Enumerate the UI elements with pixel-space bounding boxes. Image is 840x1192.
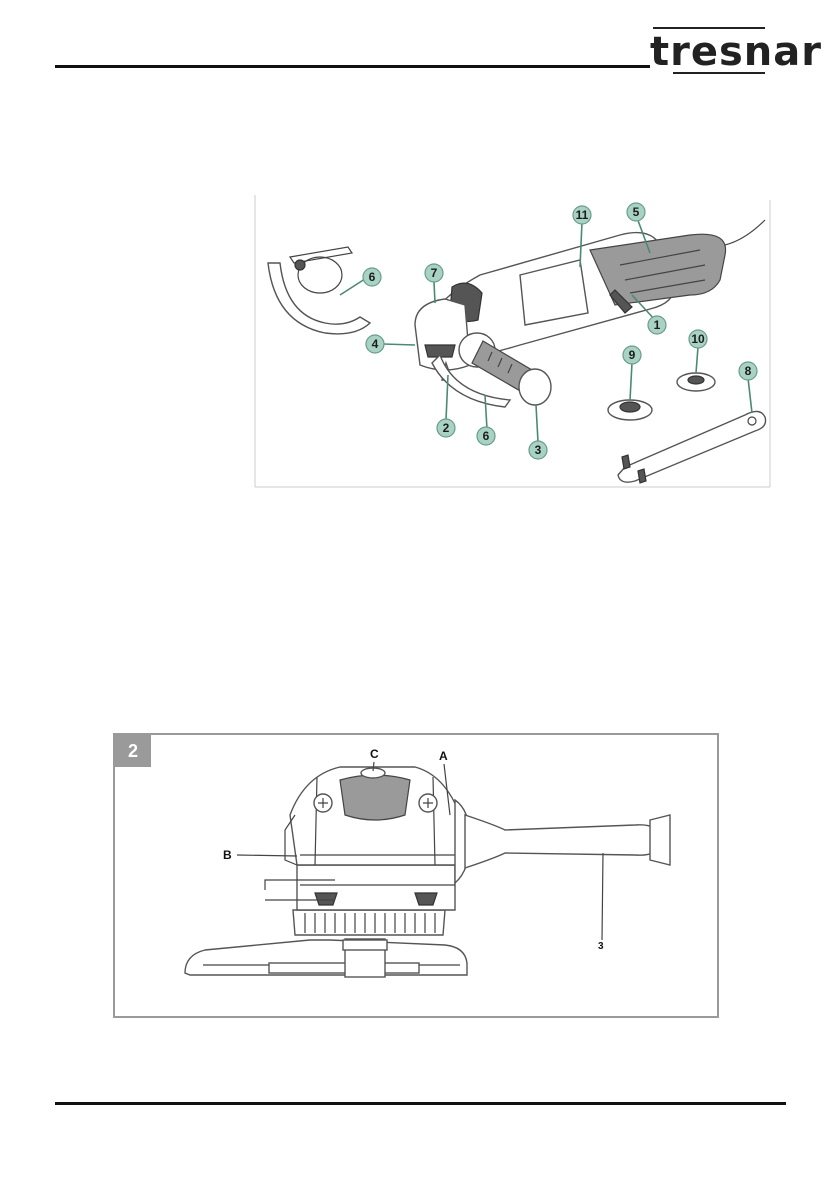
- svg-text:5: 5: [633, 205, 640, 219]
- figure-1-grinder-parts: 1 2 3 4 5 6 6 7 8 9 10 11: [220, 195, 775, 490]
- callout-2: 2: [437, 419, 455, 437]
- callout-8: 8: [739, 362, 757, 380]
- svg-text:7: 7: [431, 266, 438, 280]
- callout-3: 3: [529, 441, 547, 459]
- svg-text:2: 2: [443, 421, 450, 435]
- svg-text:3: 3: [535, 443, 542, 457]
- svg-text:1: 1: [654, 318, 661, 332]
- svg-text:6: 6: [369, 270, 376, 284]
- label-handle-3: 3: [598, 941, 604, 952]
- svg-text:8: 8: [745, 364, 752, 378]
- callout-7: 7: [425, 264, 443, 282]
- loose-guard-drawing: [268, 247, 370, 334]
- callout-6-mounted-guard: 6: [477, 427, 495, 445]
- label-c: C: [370, 747, 379, 761]
- callout-9: 9: [623, 346, 641, 364]
- label-b: B: [223, 848, 232, 862]
- spanner-drawing: [618, 411, 766, 483]
- svg-text:11: 11: [576, 208, 589, 222]
- callout-5: 5: [627, 203, 645, 221]
- callout-6-loose-guard: 6: [363, 268, 381, 286]
- footer-rule: [55, 1102, 786, 1105]
- svg-text:10: 10: [691, 332, 705, 346]
- figure-2-grinder-front-view: C A B 3: [115, 735, 717, 1016]
- flange-10-drawing: [677, 373, 715, 391]
- header-rule: [55, 65, 650, 68]
- callout-10: 10: [689, 330, 707, 348]
- flange-9-drawing: [608, 400, 652, 420]
- svg-text:6: 6: [483, 429, 490, 443]
- callout-1: 1: [648, 316, 666, 334]
- callout-4: 4: [366, 335, 384, 353]
- svg-text:9: 9: [629, 348, 636, 362]
- svg-text:4: 4: [372, 337, 379, 351]
- label-a: A: [439, 749, 448, 763]
- logo-bottom-line: [673, 72, 765, 74]
- brand-logo: tresnar: [650, 32, 822, 72]
- callout-11: 11: [573, 206, 591, 224]
